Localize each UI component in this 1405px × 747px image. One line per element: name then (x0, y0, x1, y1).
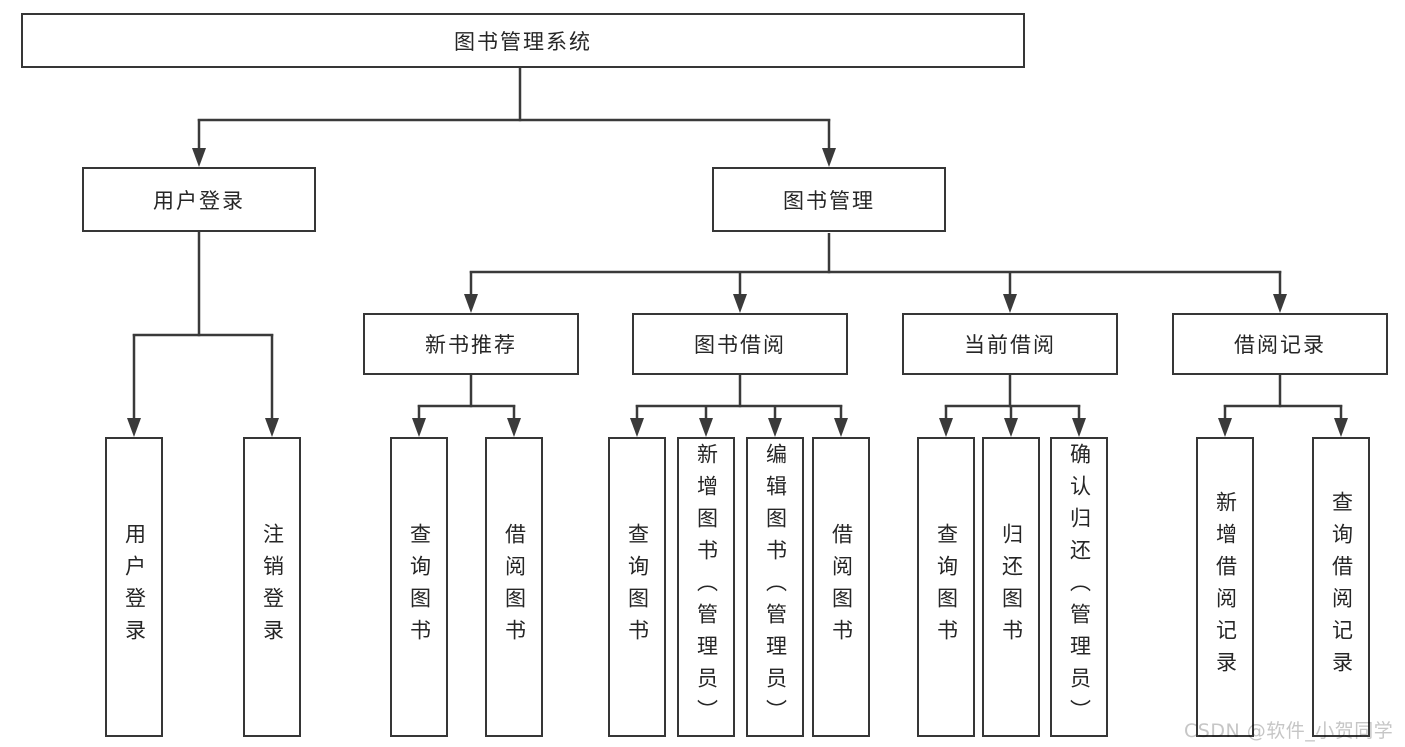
node-book-borrow: 图书借阅 (632, 313, 848, 375)
leaf-label: 查询图书 (407, 523, 432, 651)
node-label: 图书借阅 (694, 333, 786, 357)
connector-root-to-level2 (192, 68, 836, 167)
leaf-label: 确认归还（管理员） (1067, 443, 1092, 731)
node-book-management: 图书管理 (712, 167, 946, 232)
connector-user-login-to-leaves (127, 232, 279, 437)
leaf-label: 查询借阅记录 (1329, 491, 1354, 683)
node-label: 新书推荐 (425, 333, 517, 357)
leaf-query-books-current: 查询图书 (917, 437, 975, 737)
leaf-return-book: 归还图书 (982, 437, 1040, 737)
connector-borrow-records-to-leaves (1218, 375, 1348, 437)
leaf-add-borrow-record: 新增借阅记录 (1196, 437, 1254, 737)
leaf-edit-book-admin: 编辑图书（管理员） (746, 437, 804, 737)
leaf-confirm-return-admin: 确认归还（管理员） (1050, 437, 1108, 737)
leaf-label: 新增图书（管理员） (694, 443, 719, 731)
node-label: 图书管理系统 (454, 29, 592, 54)
node-library-management-system: 图书管理系统 (21, 13, 1025, 68)
connector-book-borrow-to-leaves (630, 375, 848, 437)
leaf-query-books-recommend: 查询图书 (390, 437, 448, 737)
node-label: 借阅记录 (1234, 333, 1326, 357)
node-current-borrow: 当前借阅 (902, 313, 1118, 375)
leaf-borrow-books-recommend: 借阅图书 (485, 437, 543, 737)
leaf-add-book-admin: 新增图书（管理员） (677, 437, 735, 737)
leaf-borrow-books: 借阅图书 (812, 437, 870, 737)
leaf-label: 归还图书 (999, 523, 1024, 651)
node-label: 用户登录 (153, 188, 245, 213)
connector-current-borrow-to-leaves (939, 375, 1086, 437)
connector-new-book-recommend-to-leaves (412, 375, 521, 437)
leaf-label: 用户登录 (122, 523, 147, 651)
leaf-logout: 注销登录 (243, 437, 301, 737)
leaf-query-books-borrow: 查询图书 (608, 437, 666, 737)
leaf-label: 查询图书 (625, 523, 650, 651)
leaf-label: 查询图书 (934, 523, 959, 651)
leaf-label: 新增借阅记录 (1213, 491, 1238, 683)
node-label: 图书管理 (783, 188, 875, 213)
node-user-login: 用户登录 (82, 167, 316, 232)
leaf-user-login: 用户登录 (105, 437, 163, 737)
node-new-book-recommend: 新书推荐 (363, 313, 579, 375)
leaf-label: 借阅图书 (502, 523, 527, 651)
leaf-label: 编辑图书（管理员） (763, 443, 788, 731)
node-borrow-records: 借阅记录 (1172, 313, 1388, 375)
csdn-watermark: CSDN @软件_小贺同学 (1184, 720, 1394, 742)
leaf-label: 注销登录 (260, 523, 285, 651)
leaf-query-borrow-record: 查询借阅记录 (1312, 437, 1370, 737)
node-label: 当前借阅 (964, 333, 1056, 357)
leaf-label: 借阅图书 (829, 523, 854, 651)
connector-book-management-to-level3 (464, 233, 1287, 313)
